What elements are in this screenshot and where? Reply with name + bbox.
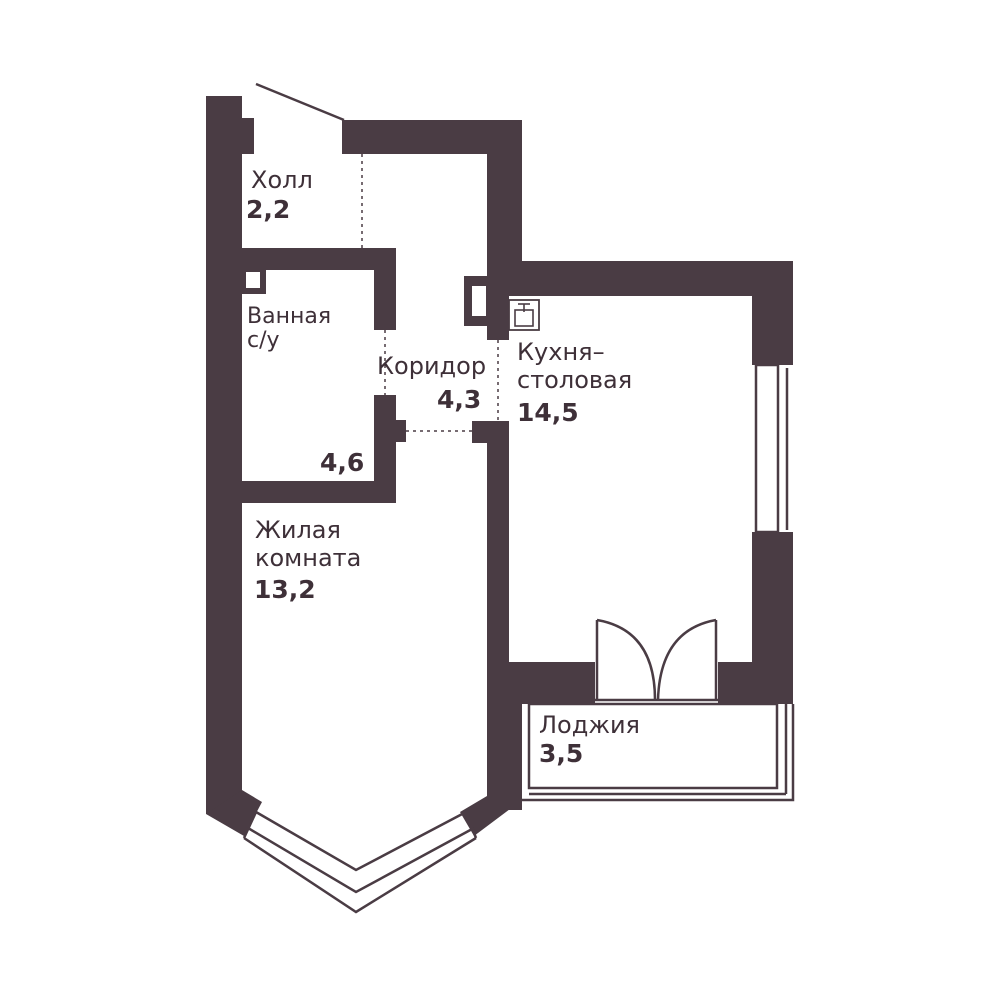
wall-bathroom-jamb — [392, 420, 406, 442]
bathroom-name-line2: с/у — [247, 328, 280, 353]
loggia-name: Лоджия — [539, 711, 640, 739]
bay-window-outer — [243, 836, 477, 914]
bathroom-area: 4,6 — [320, 448, 365, 477]
wall-corridor-right-upper — [487, 120, 522, 280]
bathroom-name-line1: Ванная — [247, 304, 332, 329]
kitchen-area: 14,5 — [517, 398, 579, 427]
wall-entrance-stub — [240, 118, 254, 154]
living-name-line1: Жилая — [255, 516, 341, 544]
bay-window-inner — [255, 810, 467, 872]
bathroom-vent-shaft — [240, 266, 266, 294]
bay-window-mid — [247, 826, 475, 894]
kitchen-name-line1: Кухня– — [517, 338, 605, 366]
sink-icon — [508, 299, 540, 331]
living-name-line2: комната — [255, 544, 362, 572]
wall-bathroom-bottom — [240, 481, 396, 503]
wall-kitchen-partition-lower — [487, 421, 509, 681]
wall-entrance-jamb — [206, 96, 240, 120]
loggia-outline-inner — [527, 702, 779, 790]
corridor-name: Коридор — [377, 352, 487, 380]
hall-area: 2,2 — [246, 195, 291, 224]
wall-bathroom-right-upper — [374, 248, 396, 330]
wall-bathroom-right-lower — [374, 395, 396, 503]
kitchen-name-line2: столовая — [517, 366, 633, 394]
wall-kitchen-bottom-right — [718, 662, 793, 704]
hall-name: Холл — [251, 166, 313, 194]
wall-right-kitchen-upper — [752, 261, 793, 365]
wall-bathroom-top — [240, 248, 396, 270]
balcony-door-left-arc — [596, 618, 657, 701]
bay-window-cap-left — [242, 811, 258, 839]
living-area: 13,2 — [254, 575, 316, 604]
loggia-outline-outer — [522, 704, 795, 802]
kitchen-window-frame — [754, 363, 780, 534]
entrance-door-leaf — [255, 82, 345, 122]
wall-top-kitchen — [487, 261, 793, 296]
wall-living-right-stub — [487, 700, 522, 810]
wall-left-outer — [206, 96, 242, 814]
riser-shaft — [464, 276, 492, 326]
balcony-door-right-arc — [656, 618, 717, 701]
wall-living-bottom-left — [206, 790, 262, 836]
wall-kitchen-partition-jamb — [472, 421, 490, 443]
loggia-area: 3,5 — [539, 739, 584, 768]
corridor-area: 4,3 — [437, 385, 482, 414]
bay-window-cap-right — [464, 811, 478, 839]
wall-kitchen-partition-upper — [487, 278, 509, 340]
